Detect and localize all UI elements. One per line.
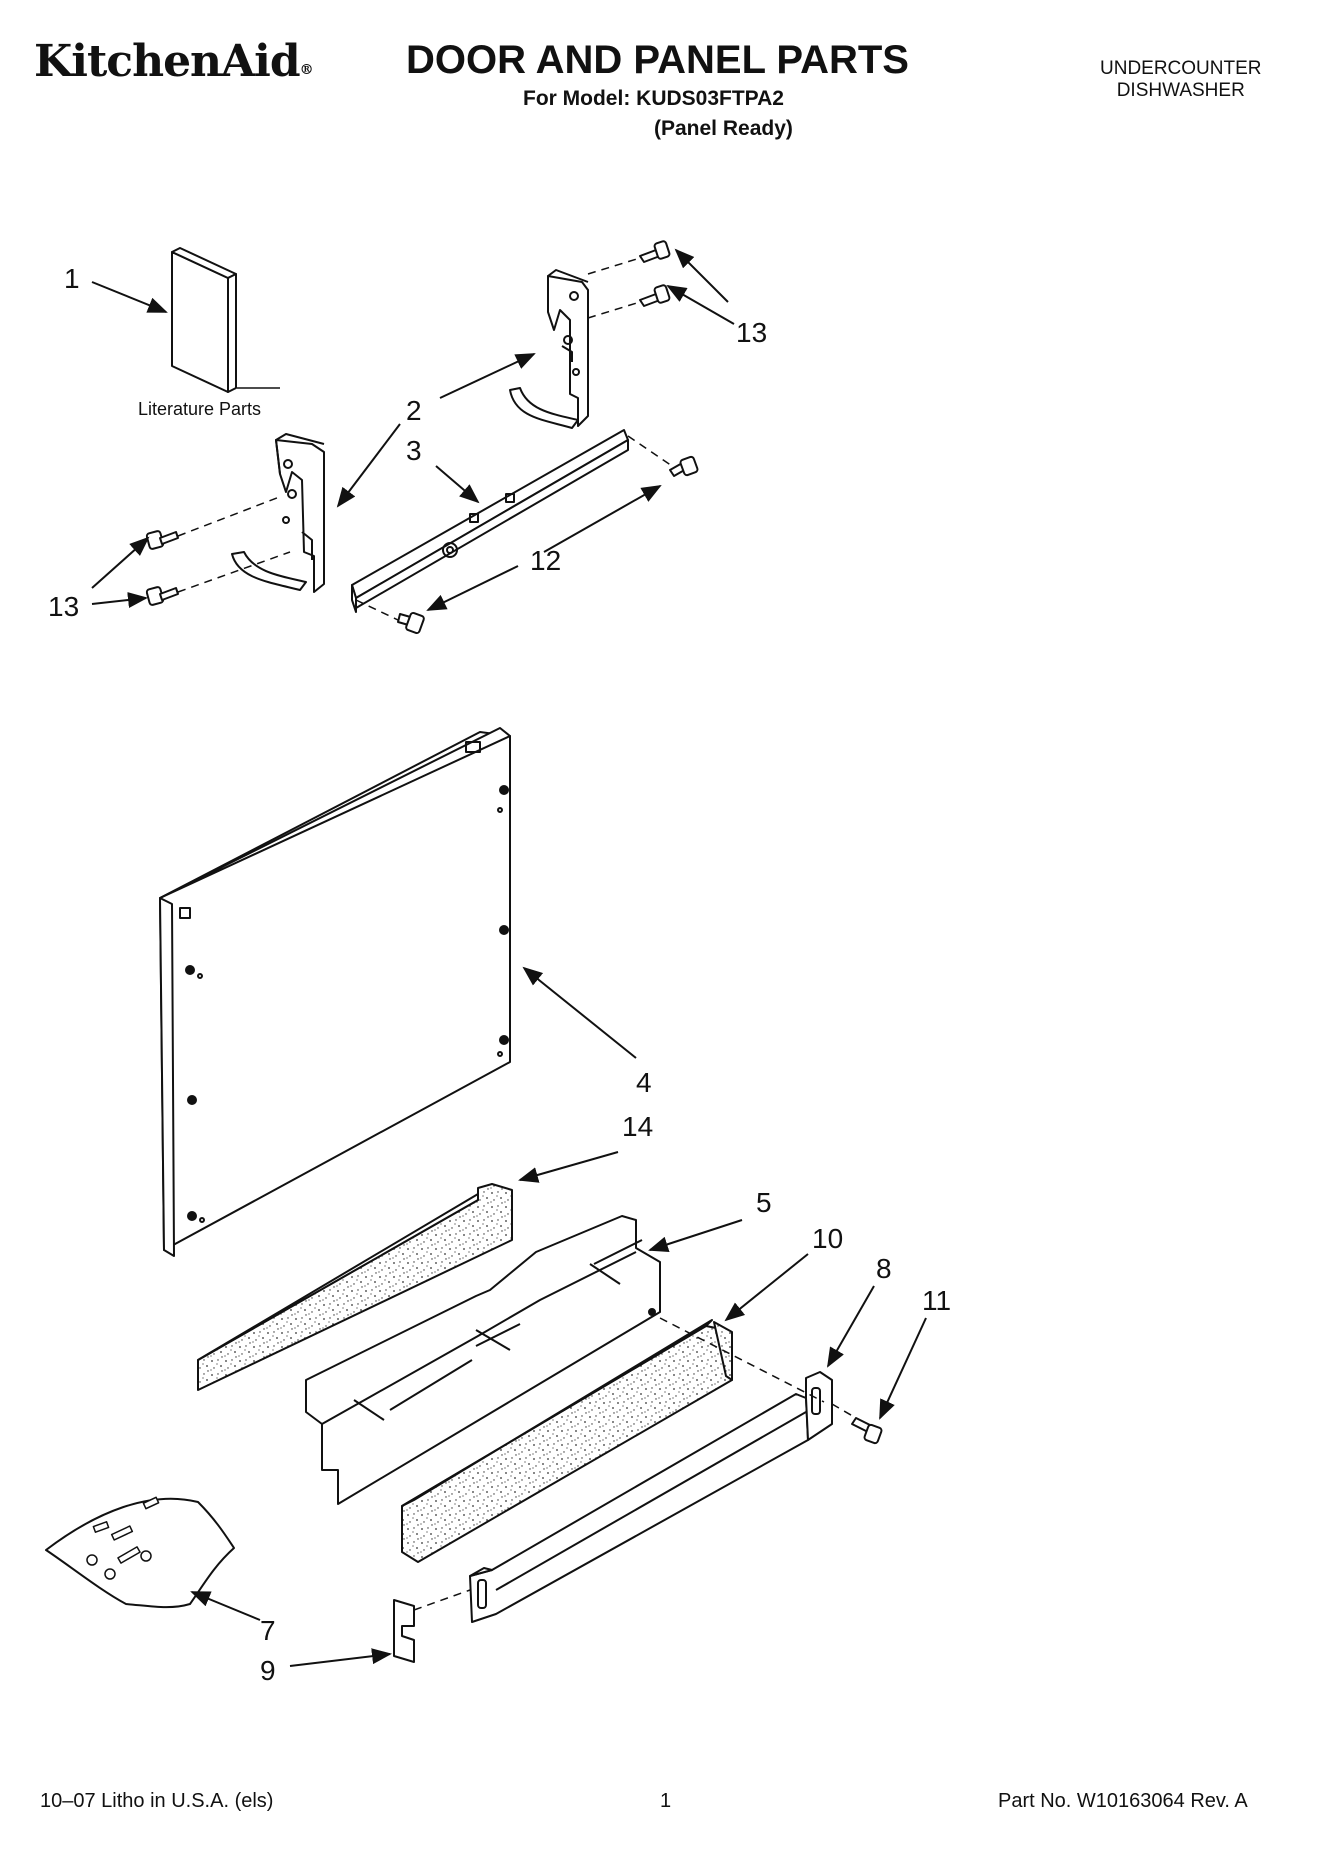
toe-panel-bracket: [305, 1215, 661, 1505]
door-panel: [159, 727, 511, 1257]
callout-9: 9: [260, 1655, 276, 1686]
brand-logo: KitchenAid®: [34, 36, 314, 87]
page-title: DOOR AND PANEL PARTS: [406, 38, 909, 82]
hardware-bag: [45, 1496, 235, 1609]
callout-13-lower: 13: [48, 591, 79, 622]
footer-litho: 10–07 Litho in U.S.A. (els): [40, 1790, 274, 1812]
leader-arrows: [91, 248, 927, 1667]
callout-2: 2: [406, 395, 422, 426]
callout-4: 4: [636, 1067, 652, 1098]
assembly-line-toe-screw: [831, 1403, 857, 1419]
appliance-type: UNDERCOUNTER DISHWASHER: [1100, 58, 1262, 102]
hinge-bracket-left: [231, 433, 325, 593]
assembly-line-toe: [659, 1317, 825, 1403]
model-variant: (Panel Ready): [654, 117, 793, 140]
appliance-type-line2: DISHWASHER: [1116, 80, 1245, 101]
callout-14: 14: [622, 1111, 653, 1142]
page-number: 1: [660, 1790, 672, 1812]
screw-lower-1: [145, 530, 179, 550]
callout-3: 3: [406, 435, 422, 466]
callout-8: 8: [876, 1253, 892, 1284]
model-number: For Model: KUDS03FTPA2: [523, 87, 784, 110]
callout-5: 5: [756, 1187, 772, 1218]
screw-rail-left: [397, 611, 425, 635]
foam-insulation-door: [197, 1183, 513, 1391]
toe-panel: [469, 1371, 833, 1623]
brand-registered-mark: ®: [299, 62, 314, 78]
screw-rail-right: [669, 455, 699, 477]
screw-lower-2: [145, 586, 179, 606]
foam-insulation-toe: [401, 1319, 733, 1563]
appliance-type-line1: UNDERCOUNTER: [1100, 58, 1262, 79]
part-number: Part No. W10163064 Rev. A: [998, 1790, 1248, 1812]
callout-10: 10: [812, 1223, 843, 1254]
brand-name: KitchenAid: [34, 36, 301, 87]
toe-panel-screw: [851, 1417, 883, 1445]
literature-caption: Literature Parts: [138, 399, 261, 419]
callout-13-upper: 13: [736, 317, 767, 348]
callout-11: 11: [922, 1285, 951, 1316]
assembly-lines-upper: [177, 257, 673, 621]
toe-panel-clip: [393, 1599, 415, 1663]
literature-booklet: [171, 247, 237, 393]
callout-7: 7: [260, 1615, 276, 1646]
door-rail: [351, 429, 629, 613]
assembly-line-clip: [413, 1589, 471, 1611]
screw-upper-2: [639, 284, 671, 307]
hinge-bracket-right: [509, 269, 589, 429]
callout-1: 1: [64, 263, 80, 294]
callout-12: 12: [530, 545, 561, 576]
screw-upper-1: [639, 240, 671, 263]
